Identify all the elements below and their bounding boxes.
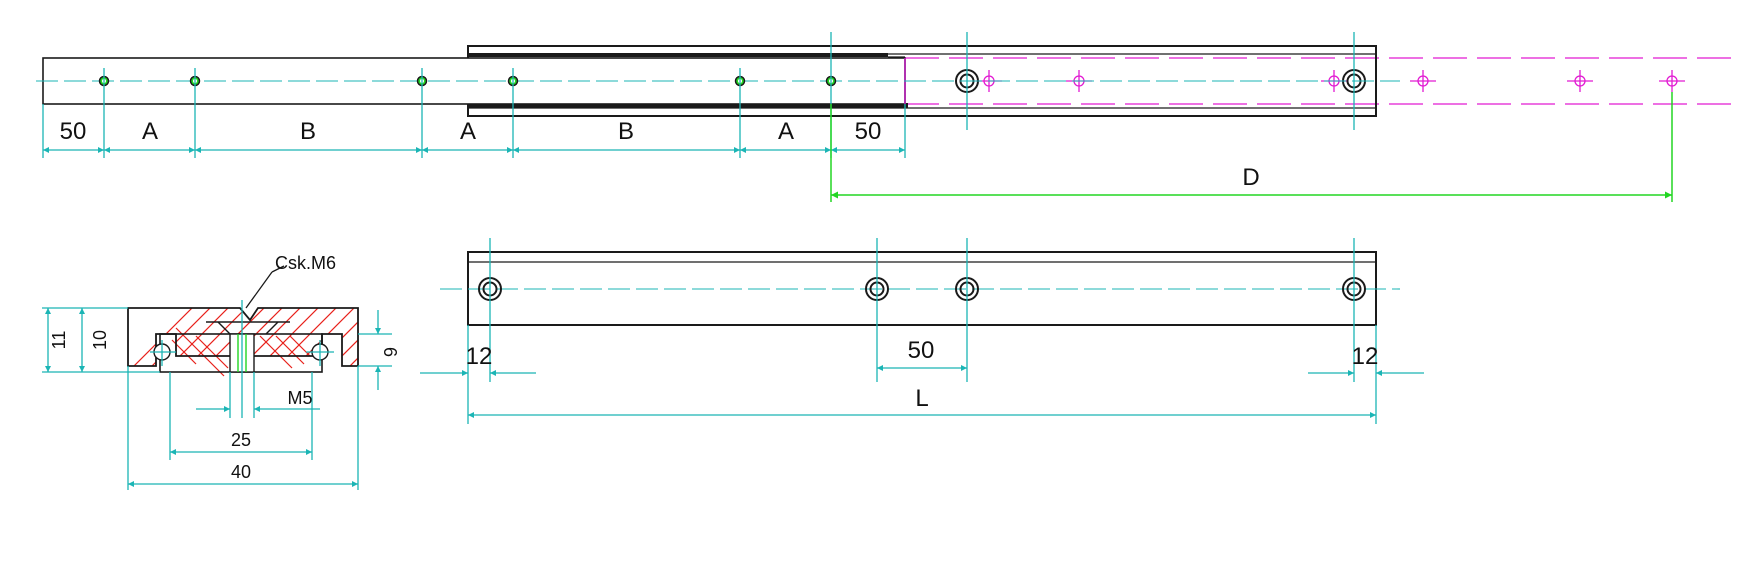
dim-label-12-right: 12 — [1352, 343, 1379, 370]
dim-label-a-3: A — [778, 118, 794, 145]
dim-label-50-right: 50 — [855, 118, 882, 145]
dim-label-b-1: B — [300, 118, 316, 145]
dim-label-12-left: 12 — [466, 343, 493, 370]
dim-label-25: 25 — [231, 430, 251, 450]
dim-label-10: 10 — [90, 330, 110, 350]
section-vertical-dims — [42, 307, 392, 390]
dim-label-40: 40 — [231, 462, 251, 482]
side-dimension-lines — [420, 365, 1424, 418]
fixed-outer-rail — [467, 45, 1377, 117]
csk-leader-tail — [271, 265, 285, 273]
csk-leader-line — [245, 271, 273, 309]
side-view: 12 50 12 L — [420, 238, 1424, 424]
top-view: 50 A B A B A 50 D — [36, 32, 1737, 202]
dim-label-l: L — [915, 385, 928, 412]
dim-label-d: D — [1242, 164, 1259, 191]
section-horizontal-dims — [127, 366, 359, 490]
dim-label-b-2: B — [618, 118, 634, 145]
csk-m6-label: Csk.M6 — [275, 253, 336, 273]
dim-label-pitch-50: 50 — [908, 337, 935, 364]
dim-label-6: 6 — [380, 347, 400, 357]
travel-dimension-d: D — [830, 92, 1673, 202]
section-centerlines — [150, 300, 334, 418]
dim-label-11: 11 — [49, 331, 69, 350]
dim-label-50-left: 50 — [60, 118, 87, 145]
dim-label-a-1: A — [142, 118, 158, 145]
dim-label-m5: M5 — [287, 388, 312, 408]
top-extension-lines — [42, 32, 1355, 158]
side-extension-lines — [467, 238, 1377, 424]
phantom-extended-rail — [905, 57, 1737, 105]
slider-hatching — [171, 327, 311, 377]
section-view: Csk.M6 11 10 6 M5 25 — [42, 253, 400, 490]
dim-label-a-2: A — [460, 118, 476, 145]
